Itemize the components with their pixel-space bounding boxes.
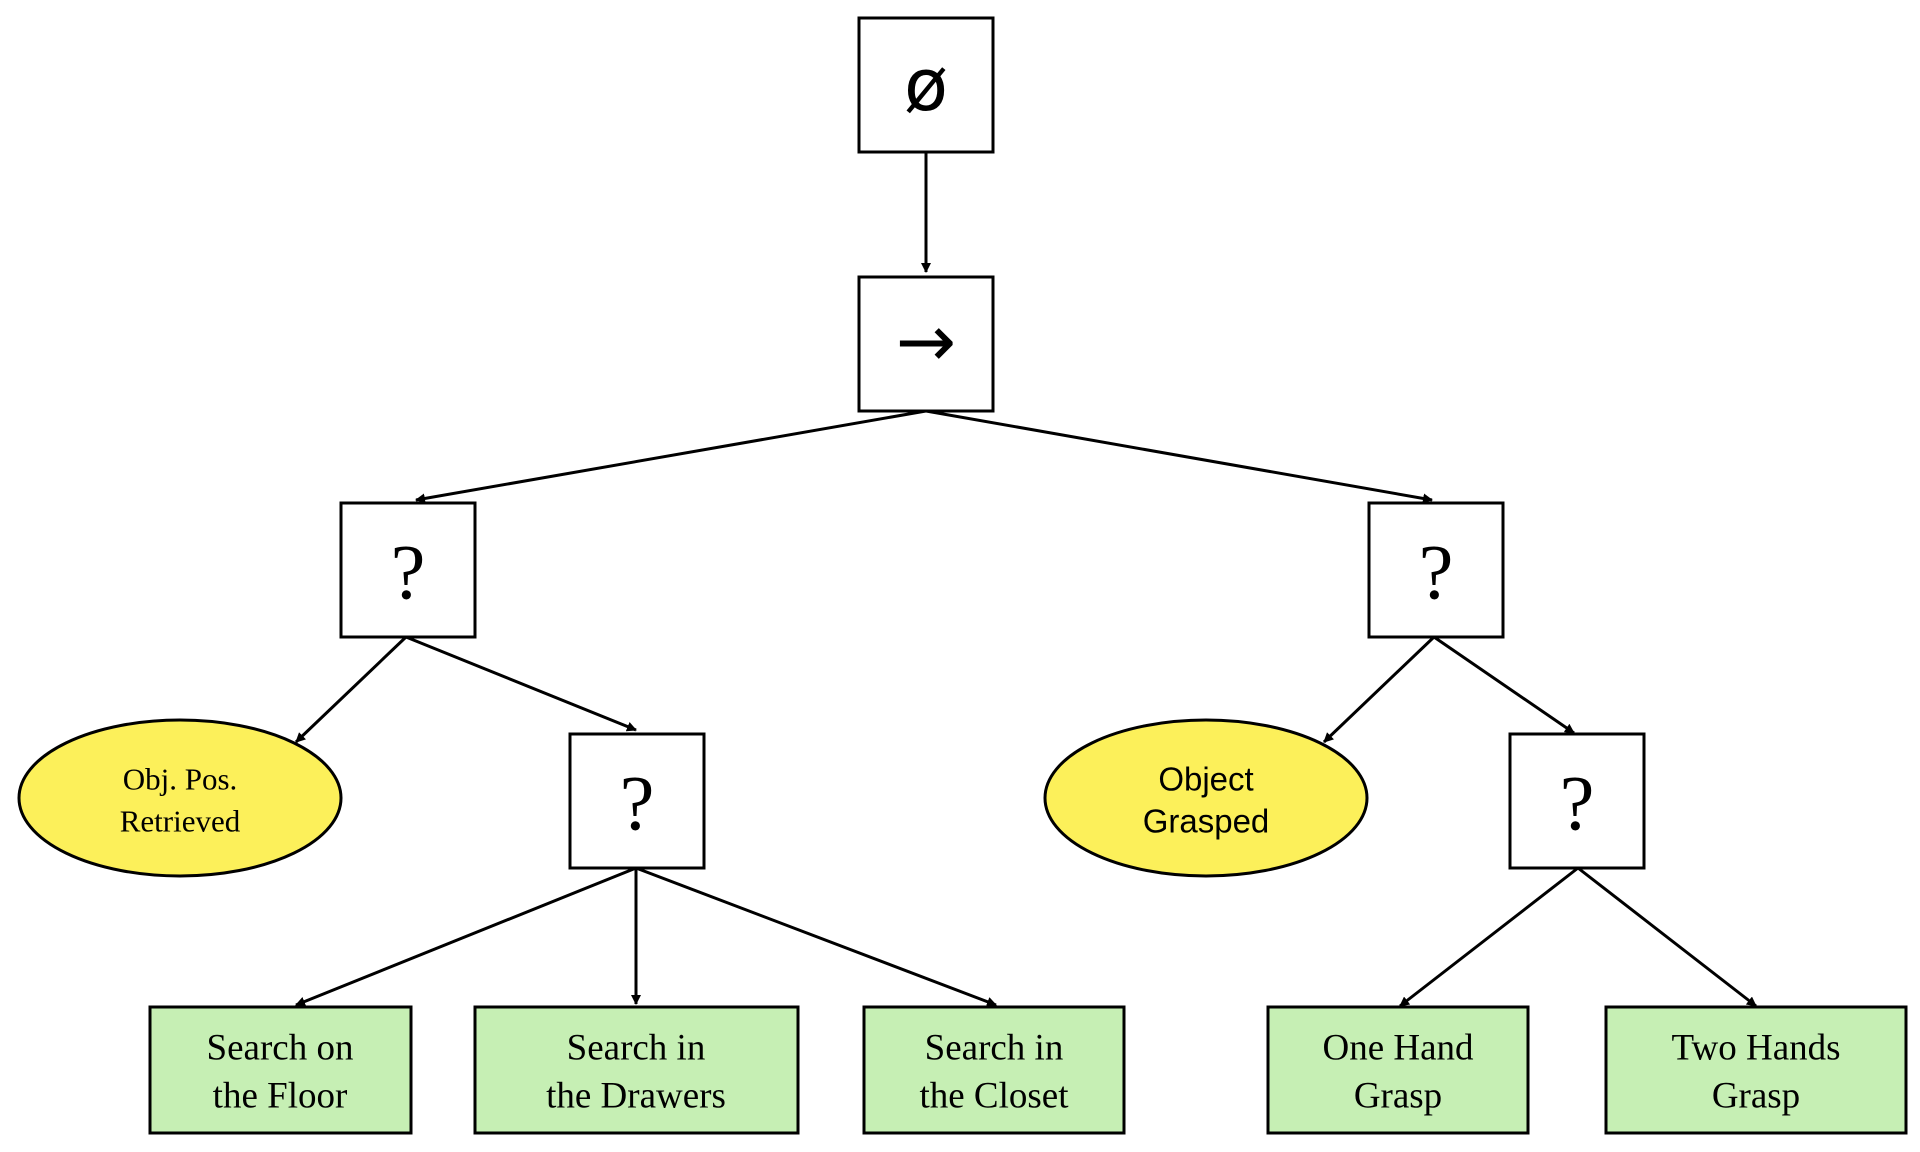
condition-grasped-line1: Object [1158, 761, 1253, 798]
edge-fallback-left-fallback-search [405, 635, 637, 732]
condition-object-grasped: Object Grasped [1043, 718, 1369, 878]
action-one-hand-line2: Grasp [1354, 1076, 1442, 1117]
edge-search-floor [295, 866, 637, 1007]
action-drawers-line2: the Drawers [546, 1076, 726, 1117]
condition-grasped-line2: Grasped [1143, 803, 1270, 840]
edge-sequence-fallback-right [925, 409, 1433, 504]
fallback-node-right: ? [1367, 501, 1505, 639]
fallback-search-symbol: ? [620, 760, 655, 847]
root-symbol: ø [904, 43, 948, 127]
edges [294, 152, 1757, 1008]
edge-fallback-right-cond [1322, 635, 1436, 744]
action-two-hands-grasp: Two Hands Grasp [1604, 1005, 1908, 1135]
edge-fallback-right-fallback-grasp [1433, 635, 1575, 735]
fallback-node-search: ? [568, 732, 706, 870]
fallback-right-symbol: ? [1419, 529, 1454, 616]
action-closet-line2: the Closet [919, 1076, 1069, 1117]
condition-obj-pos-line2: Retrieved [120, 804, 241, 839]
fallback-left-symbol: ? [391, 529, 426, 616]
condition-obj-pos-retrieved: Obj. Pos. Retrieved [17, 718, 343, 878]
edge-grasp-two-hands [1577, 866, 1757, 1008]
edge-fallback-left-cond [294, 635, 408, 744]
action-one-hand-grasp: One Hand Grasp [1266, 1005, 1530, 1135]
action-search-floor: Search on the Floor [148, 1005, 413, 1135]
action-floor-line1: Search on [207, 1028, 354, 1069]
action-two-hands-line2: Grasp [1712, 1076, 1800, 1117]
edge-sequence-fallback-left [415, 409, 927, 504]
fallback-node-grasp: ? [1508, 732, 1646, 870]
action-two-hands-line1: Two Hands [1671, 1028, 1840, 1069]
action-one-hand-line1: One Hand [1322, 1028, 1474, 1069]
fallback-node-left: ? [339, 501, 477, 639]
action-search-drawers: Search in the Drawers [473, 1005, 800, 1135]
action-drawers-line1: Search in [567, 1028, 706, 1069]
action-floor-line2: the Floor [213, 1076, 348, 1117]
edge-search-closet [635, 866, 997, 1007]
sequence-node: → [857, 275, 995, 413]
edge-grasp-one-hand [1399, 866, 1579, 1008]
condition-obj-pos-line1: Obj. Pos. [123, 762, 238, 797]
sequence-symbol: → [896, 299, 956, 383]
fallback-grasp-symbol: ? [1560, 760, 1595, 847]
action-search-closet: Search in the Closet [862, 1005, 1126, 1135]
action-closet-line1: Search in [925, 1028, 1064, 1069]
root-node: ø [857, 16, 995, 154]
